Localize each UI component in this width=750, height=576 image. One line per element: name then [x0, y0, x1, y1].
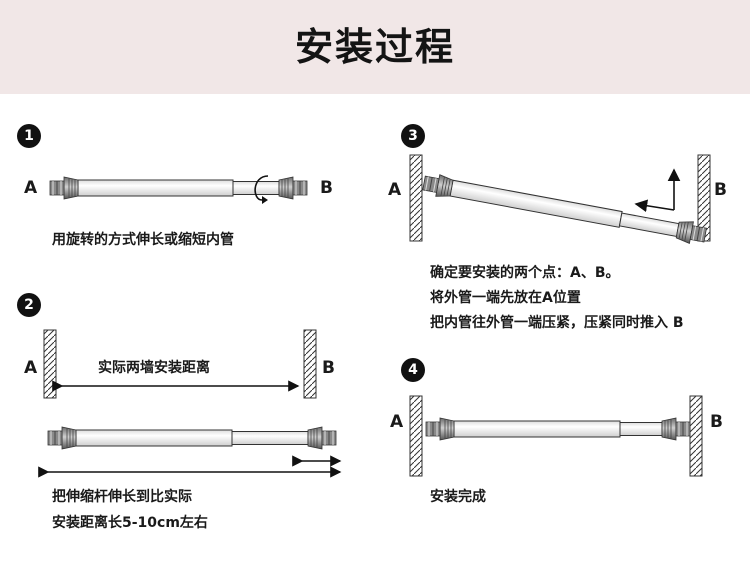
label-b-step-3: B	[714, 180, 727, 200]
push-direction-arrows	[634, 168, 681, 213]
rod-step-3	[421, 171, 708, 247]
rod-step-1	[49, 176, 308, 200]
rod-step-2	[47, 426, 337, 450]
caption-step-4: 安装完成	[430, 489, 486, 505]
step-1-number: 1	[24, 128, 34, 144]
step-3-number: 3	[408, 128, 418, 144]
wall-a-step-4	[409, 395, 423, 477]
label-b-step-2: B	[322, 358, 335, 378]
rod-step-4	[425, 417, 691, 441]
step-4-number: 4	[408, 362, 418, 378]
rotate-arrow-icon	[254, 175, 269, 204]
caption-step-1: 用旋转的方式伸长或缩短内管	[52, 232, 234, 248]
wall-a-step-3	[409, 154, 423, 242]
caption-step-3-line-2: 将外管一端先放在A位置	[430, 290, 581, 306]
caption-step-3-line-1: 确定要安装的两个点：A、B。	[430, 265, 620, 281]
label-a-step-2: A	[24, 358, 38, 378]
caption-step-3-line-3: 把内管往外管一端压紧，压紧同时推入 B	[430, 315, 684, 331]
page-title: 安装过程	[294, 25, 455, 69]
wall-b-step-4	[689, 395, 703, 477]
caption-step-2-line-2: 安装距离长5-10cm左右	[52, 515, 208, 531]
distance-label: 实际两墙安装距离	[92, 359, 216, 377]
wall-b-step-2	[303, 329, 317, 399]
label-a-step-4: A	[390, 412, 404, 432]
wall-a-step-2	[43, 329, 57, 399]
label-b-step-4: B	[710, 412, 723, 432]
step-2-number: 2	[24, 297, 34, 313]
caption-step-2-line-1: 把伸缩杆伸长到比实际	[52, 489, 192, 505]
step-badges	[17, 124, 425, 382]
label-a-step-3: A	[388, 180, 402, 200]
label-b-step-1: B	[320, 178, 333, 198]
header-band	[0, 0, 750, 94]
label-a-step-1: A	[24, 178, 38, 198]
